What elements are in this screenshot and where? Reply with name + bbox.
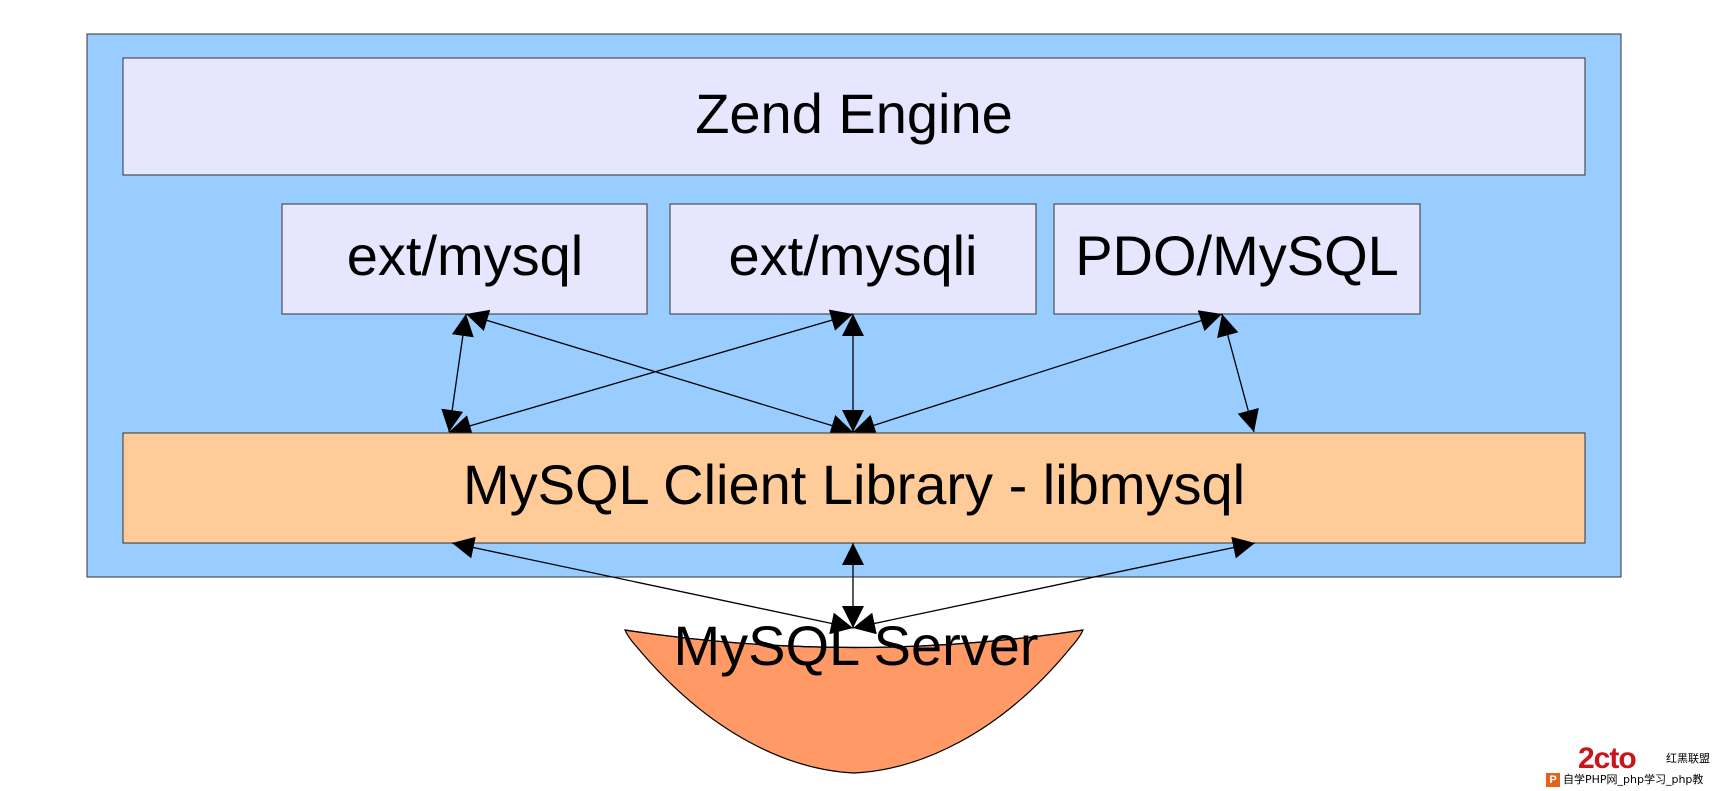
zend-engine-label: Zend Engine	[695, 82, 1013, 145]
pdo-mysql-box: PDO/MySQL	[1053, 203, 1421, 315]
watermark-logo: 2cto	[1578, 744, 1637, 775]
watermark: 2cto 红黑联盟 P 自学PHP网_php学习_php教	[1544, 744, 1714, 791]
client-library-label: MySQL Client Library - libmysql	[463, 453, 1245, 516]
library-server-connectors	[451, 536, 1256, 635]
arrow-mysqli-left	[448, 309, 854, 437]
client-library-box: MySQL Client Library - libmysql	[122, 432, 1586, 544]
ext-mysql-box: ext/mysql	[281, 203, 648, 315]
mysql-server-label: MySQL Server	[673, 614, 1038, 677]
ext-mysqli-label: ext/mysqli	[729, 224, 978, 287]
pdo-mysql-label: PDO/MySQL	[1075, 224, 1399, 287]
arrow-pdo-center	[852, 310, 1223, 436]
extension-library-connectors	[441, 309, 1259, 437]
arrow-pdo-right	[1217, 313, 1259, 433]
arrow-server-right	[852, 536, 1256, 635]
watermark-bar: P 自学PHP网_php学习_php教	[1544, 770, 1714, 791]
ext-mysql-label: ext/mysql	[347, 224, 584, 287]
zend-engine-box: Zend Engine	[122, 57, 1586, 176]
watermark-brand: 红黑联盟	[1666, 752, 1710, 765]
php-badge-icon: P	[1546, 773, 1560, 787]
mysql-server-shape: MySQL Server	[624, 614, 1084, 774]
arrow-server-left	[451, 536, 854, 635]
ext-mysqli-box: ext/mysqli	[669, 203, 1037, 315]
watermark-text: 自学PHP网_php学习_php教	[1563, 773, 1704, 786]
